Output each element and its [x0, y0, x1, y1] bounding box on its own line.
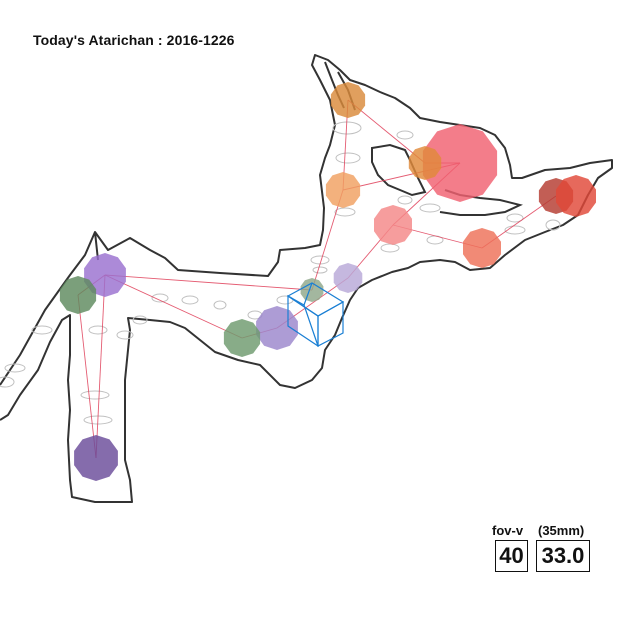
bone-line	[95, 274, 106, 459]
joint-ring	[132, 315, 148, 325]
joint-ring	[4, 363, 26, 373]
joint-ring	[335, 152, 361, 164]
joint-handle-head[interactable]	[422, 124, 498, 202]
joint-ring	[419, 203, 441, 213]
hair-stroke	[94, 61, 356, 261]
joint-ring	[312, 266, 328, 274]
joint-handle-hip-small[interactable]	[300, 278, 324, 302]
joint-ring	[151, 293, 169, 303]
joint-handle-hand-right-b[interactable]	[556, 175, 596, 217]
bone-line	[104, 274, 243, 339]
bone-line	[104, 274, 313, 291]
focal-value-box[interactable]: 33.0	[536, 540, 590, 572]
joint-handle-knee-purple[interactable]	[84, 253, 126, 297]
joint-ring	[504, 225, 526, 235]
joint-ring	[116, 330, 134, 340]
joint-ring	[506, 213, 524, 223]
joint-handle-chest[interactable]	[374, 205, 412, 245]
bone-line	[311, 189, 344, 291]
joint-handle-ankle-dark[interactable]	[74, 435, 118, 481]
fov-label: fov-v	[492, 523, 524, 538]
joint-handle-spine[interactable]	[333, 263, 363, 293]
joint-ring	[181, 295, 199, 305]
joint-ring	[334, 207, 356, 217]
camera-gizmo[interactable]	[286, 282, 345, 348]
inner-outline	[371, 143, 427, 197]
joint-handle-neck[interactable]	[408, 146, 442, 180]
joint-ring	[545, 219, 561, 231]
joint-ring	[88, 325, 108, 335]
joint-handle-shoulder-upper[interactable]	[325, 172, 361, 208]
joint-ring	[396, 130, 414, 140]
joint-ring	[380, 243, 400, 253]
fov-value-box[interactable]: 40	[495, 540, 528, 572]
joints-layer[interactable]	[59, 82, 596, 481]
joint-ring	[397, 195, 413, 205]
joint-handle-foot-green[interactable]	[59, 276, 97, 314]
joint-ring	[31, 325, 53, 335]
bone-line	[77, 294, 97, 459]
focal-label: (35mm)	[538, 523, 585, 538]
page-title: Today's Atarichan : 2016-1226	[33, 32, 235, 48]
joint-handle-knee-green[interactable]	[223, 319, 261, 357]
joint-ring	[213, 300, 227, 310]
joint-handle-head-top[interactable]	[330, 82, 366, 118]
joint-ring	[0, 376, 15, 388]
joint-ring	[80, 390, 110, 400]
joint-handle-shoulder-right[interactable]	[463, 228, 501, 268]
